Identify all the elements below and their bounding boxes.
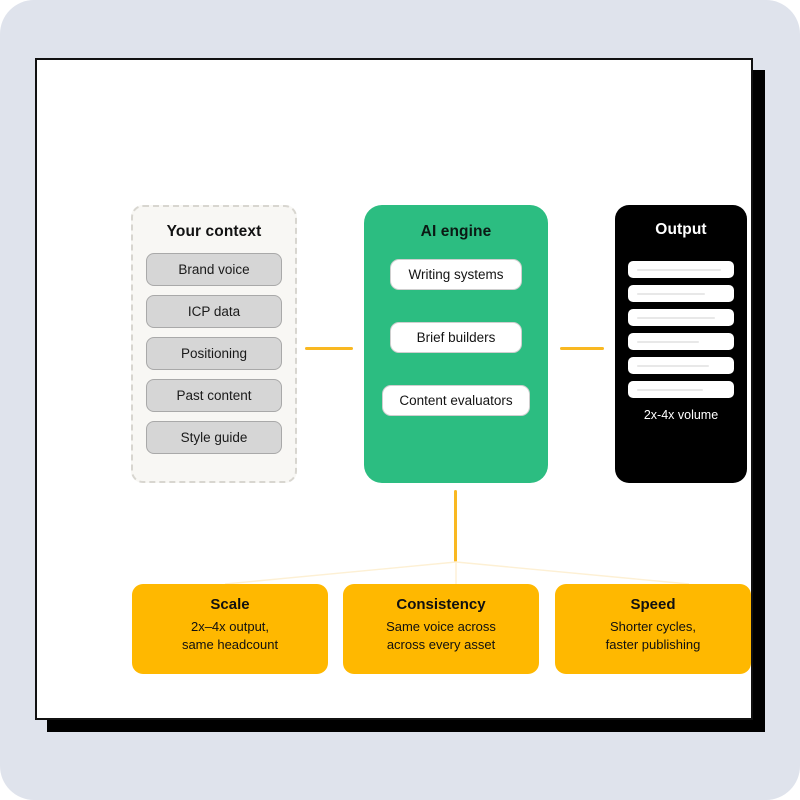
output-row	[628, 357, 734, 374]
output-panel: Output 2x-4x volume	[615, 205, 747, 483]
context-item-style-guide[interactable]: Style guide	[146, 421, 282, 454]
branch-line-scale	[224, 561, 457, 585]
branch-line-speed	[455, 561, 690, 585]
engine-item-writing-systems[interactable]: Writing systems	[390, 259, 522, 290]
benefit-title-scale: Scale	[210, 596, 250, 613]
connector-engine-to-output	[560, 347, 604, 350]
output-row-line	[637, 292, 705, 295]
benefit-card-speed[interactable]: Speed Shorter cycles, faster publishing	[555, 584, 751, 674]
output-row	[628, 309, 734, 326]
benefit-description-speed: Shorter cycles, faster publishing	[605, 619, 701, 653]
benefit-description-scale: 2x–4x output, same headcount	[181, 619, 279, 653]
output-row	[628, 333, 734, 350]
output-row	[628, 285, 734, 302]
diagram-board: Your context Brand voice ICP data Positi…	[35, 58, 753, 720]
benefit-card-consistency[interactable]: Consistency Same voice across across eve…	[343, 584, 539, 674]
benefit-description-consistency: Same voice across across every asset	[386, 619, 496, 653]
output-row	[628, 261, 734, 278]
context-item-icp-data[interactable]: ICP data	[146, 295, 282, 328]
context-item-brand-voice[interactable]: Brand voice	[146, 253, 282, 286]
engine-item-brief-builders[interactable]: Brief builders	[390, 322, 522, 353]
context-panel-title: Your context	[166, 223, 262, 240]
benefit-title-speed: Speed	[630, 596, 676, 613]
ai-engine-panel-title: AI engine	[420, 223, 492, 240]
benefit-card-scale[interactable]: Scale 2x–4x output, same headcount	[132, 584, 328, 674]
benefit-branch-lines	[224, 561, 690, 585]
ai-engine-panel: AI engine Writing systems Brief builders…	[364, 205, 548, 483]
context-item-list: Brand voice ICP data Positioning Past co…	[133, 253, 295, 454]
output-row-line	[637, 268, 721, 271]
engine-item-content-evaluators[interactable]: Content evaluators	[382, 385, 530, 416]
output-row-line	[637, 388, 703, 391]
output-row-line	[637, 364, 709, 367]
benefit-title-consistency: Consistency	[396, 596, 486, 613]
context-panel: Your context Brand voice ICP data Positi…	[131, 205, 297, 483]
connector-context-to-engine	[305, 347, 353, 350]
context-item-positioning[interactable]: Positioning	[146, 337, 282, 370]
output-row-line	[637, 316, 715, 319]
connector-engine-to-benefits	[454, 490, 457, 562]
context-item-past-content[interactable]: Past content	[146, 379, 282, 412]
output-volume-caption: 2x-4x volume	[643, 408, 719, 422]
output-row-list	[615, 261, 747, 398]
output-row-line	[637, 340, 699, 343]
output-panel-title: Output	[655, 221, 707, 238]
output-row	[628, 381, 734, 398]
ai-engine-item-list: Writing systems Brief builders Content e…	[364, 259, 548, 416]
